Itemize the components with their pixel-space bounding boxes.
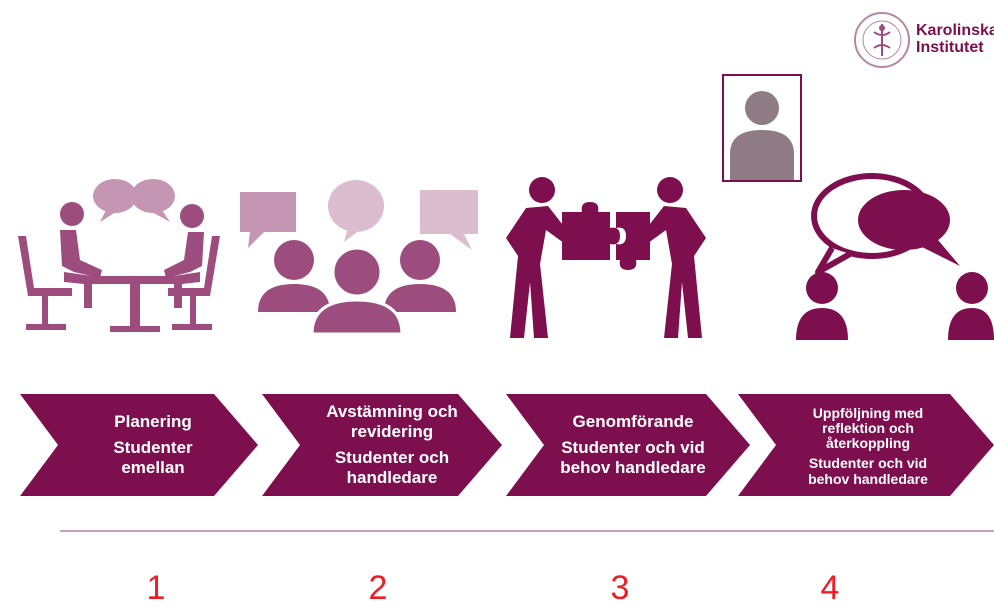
step-2-number: 2 (368, 569, 388, 607)
step-4-label: Uppföljning med reflektion och återkoppl… (776, 396, 960, 496)
process-chevrons (20, 394, 994, 496)
meeting-table-icon (18, 179, 220, 332)
logo-wordmark: Karolinska Institutet (916, 22, 994, 56)
step-3-number: 3 (610, 569, 630, 607)
step-3-label: Genomförande Studenter och vid behov han… (546, 396, 720, 494)
step-3-title: Genomförande (572, 412, 694, 431)
step-3-subtitle: Studenter och vid behov handledare (560, 438, 706, 477)
portrait-placeholder (722, 74, 802, 182)
feedback-dialogue-icon (796, 173, 994, 340)
puzzle-collaboration-icon (506, 177, 706, 338)
chevron-step-1 (20, 394, 258, 496)
chevron-step-3 (506, 394, 750, 496)
person-portrait-icon (722, 74, 802, 182)
step-1-title: Planering (114, 412, 192, 431)
step-1-subtitle: Studenter emellan (113, 438, 193, 477)
step-4-subtitle: Studenter och vid behov handledare (808, 454, 928, 487)
karolinska-logo: Karolinska Institutet (852, 8, 994, 72)
chevron-step-2 (262, 394, 502, 496)
step-2-title: Avstämning och revidering (326, 402, 458, 441)
group-discussion-icon (240, 180, 478, 336)
step-2-subtitle: Studenter och handledare (334, 448, 450, 487)
step-4-title: Uppföljning med reflektion och återkoppl… (812, 404, 924, 451)
step-1-label: Planering Studenter emellan (78, 400, 228, 490)
step-1-number: 1 (146, 569, 166, 607)
step-2-label: Avstämning och revidering Studenter och … (312, 396, 472, 494)
logo-line-2: Institutet (916, 39, 984, 56)
seal-icon (854, 12, 910, 68)
step-4-number: 4 (820, 569, 840, 607)
chevron-step-4 (738, 394, 994, 496)
logo-line-1: Karolinska (916, 22, 994, 39)
divider-line (60, 530, 994, 532)
